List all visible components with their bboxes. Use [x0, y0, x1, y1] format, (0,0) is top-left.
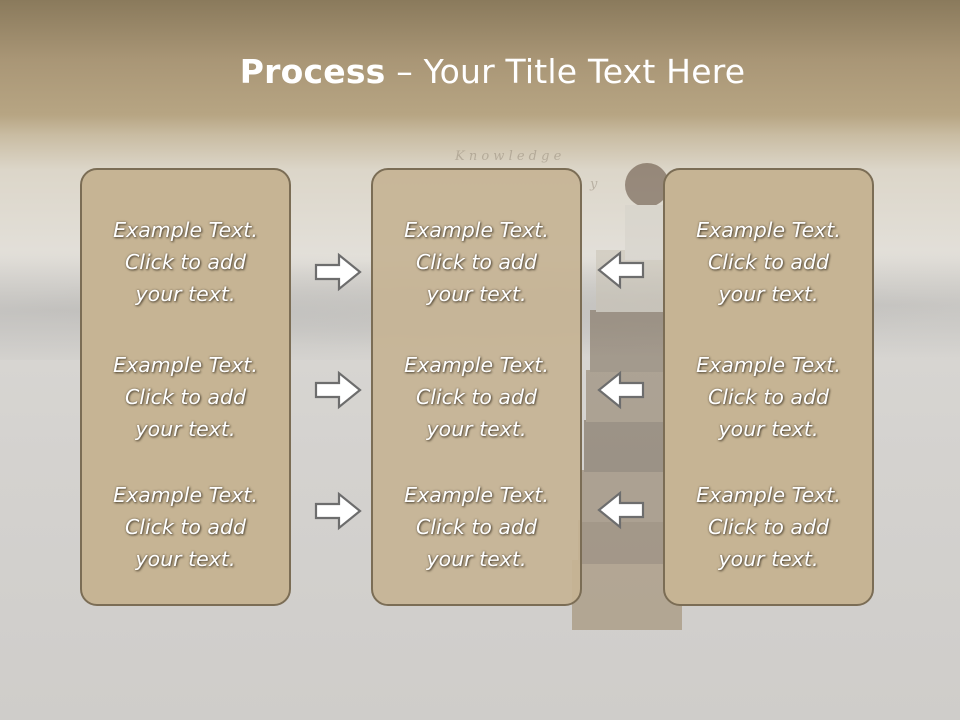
right-arrow-icon[interactable]	[313, 491, 363, 531]
text-line: your text.	[135, 282, 236, 306]
process-box-left[interactable]: Example Text. Click to add your text. Ex…	[80, 168, 291, 606]
process-box-middle[interactable]: Example Text. Click to add your text. Ex…	[371, 168, 582, 606]
text-line: Example Text.	[696, 353, 841, 377]
text-line: your text.	[426, 282, 527, 306]
text-line: Example Text.	[404, 483, 549, 507]
text-line: your text.	[426, 417, 527, 441]
text-block[interactable]: Example Text. Click to add your text.	[665, 214, 872, 310]
text-line: your text.	[135, 417, 236, 441]
text-line: Click to add	[415, 250, 538, 274]
left-arrow-icon[interactable]	[596, 250, 646, 290]
text-block[interactable]: Example Text. Click to add your text.	[665, 479, 872, 575]
process-box-right[interactable]: Example Text. Click to add your text. Ex…	[663, 168, 874, 606]
svg-text:K n o w l e d g e: K n o w l e d g e	[454, 149, 562, 164]
text-block[interactable]: Example Text. Click to add your text.	[665, 349, 872, 445]
text-line: Example Text.	[113, 483, 258, 507]
text-line: your text.	[135, 547, 236, 571]
text-line: Click to add	[124, 515, 247, 539]
title-rest-text: – Your Title Text Here	[385, 52, 746, 91]
svg-text:y: y	[589, 177, 598, 192]
text-line: Example Text.	[404, 218, 549, 242]
text-line: Example Text.	[696, 483, 841, 507]
text-line: Click to add	[707, 515, 830, 539]
text-line: Click to add	[707, 250, 830, 274]
text-line: your text.	[718, 417, 819, 441]
text-block[interactable]: Example Text. Click to add your text.	[373, 479, 580, 575]
text-line: Click to add	[707, 385, 830, 409]
title-bold-text: Process	[239, 52, 386, 91]
text-line: Example Text.	[113, 218, 258, 242]
left-arrow-icon[interactable]	[596, 490, 646, 530]
text-line: your text.	[718, 282, 819, 306]
text-block[interactable]: Example Text. Click to add your text.	[82, 349, 289, 445]
text-line: your text.	[426, 547, 527, 571]
text-block[interactable]: Example Text. Click to add your text.	[373, 349, 580, 445]
right-arrow-icon[interactable]	[313, 370, 363, 410]
text-line: Click to add	[124, 385, 247, 409]
text-line: Click to add	[415, 385, 538, 409]
text-line: your text.	[718, 547, 819, 571]
slide-title[interactable]: Process – Your Title Text Here	[0, 52, 960, 91]
text-line: Example Text.	[404, 353, 549, 377]
text-block[interactable]: Example Text. Click to add your text.	[82, 214, 289, 310]
text-line: Click to add	[415, 515, 538, 539]
text-line: Example Text.	[696, 218, 841, 242]
right-arrow-icon[interactable]	[313, 252, 363, 292]
text-line: Click to add	[124, 250, 247, 274]
text-line: Example Text.	[113, 353, 258, 377]
left-arrow-icon[interactable]	[596, 370, 646, 410]
text-block[interactable]: Example Text. Click to add your text.	[82, 479, 289, 575]
text-block[interactable]: Example Text. Click to add your text.	[373, 214, 580, 310]
